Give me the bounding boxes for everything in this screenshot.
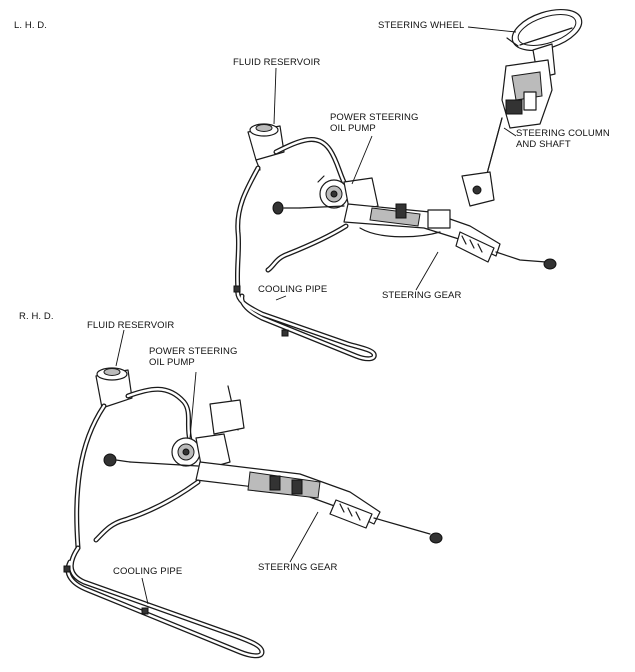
rhd-cooling-pipe-label: COOLING PIPE xyxy=(113,566,183,577)
rhd-assembly xyxy=(63,329,443,659)
lhd-power-steering-oil-pump xyxy=(317,175,379,215)
rhd-section-label: R. H. D. xyxy=(19,311,54,322)
lhd-steering-column-and-shaft-label: STEERING COLUMN AND SHAFT xyxy=(516,128,610,150)
lhd-cooling-pipe xyxy=(233,285,377,362)
rhd-fluid-reservoir-label: FLUID RESERVOIR xyxy=(87,320,175,331)
lhd-section-label: L. H. D. xyxy=(14,20,48,31)
rhd-steering-gear xyxy=(103,453,443,544)
rhd-power-steering-oil-pump xyxy=(171,433,231,471)
lhd-power-steering-oil-pump-label: POWER STEERING OIL PUMP xyxy=(330,112,419,134)
lhd-assembly xyxy=(233,8,583,362)
rhd-steering-gear-label: STEERING GEAR xyxy=(258,562,338,573)
lhd-fluid-reservoir-label: FLUID RESERVOIR xyxy=(233,57,321,68)
lhd-cooling-pipe-label: COOLING PIPE xyxy=(258,284,328,295)
lhd-steering-column xyxy=(461,59,553,207)
rhd-cooling-pipe xyxy=(63,545,265,659)
rhd-fluid-reservoir xyxy=(95,367,133,409)
lhd-steering-wheel-label: STEERING WHEEL xyxy=(378,20,465,31)
lhd-fluid-reservoir xyxy=(247,123,285,171)
rhd-power-steering-oil-pump-label: POWER STEERING OIL PUMP xyxy=(149,346,238,368)
lhd-steering-gear-label: STEERING GEAR xyxy=(382,290,462,301)
lhd-steering-gear xyxy=(272,201,557,270)
